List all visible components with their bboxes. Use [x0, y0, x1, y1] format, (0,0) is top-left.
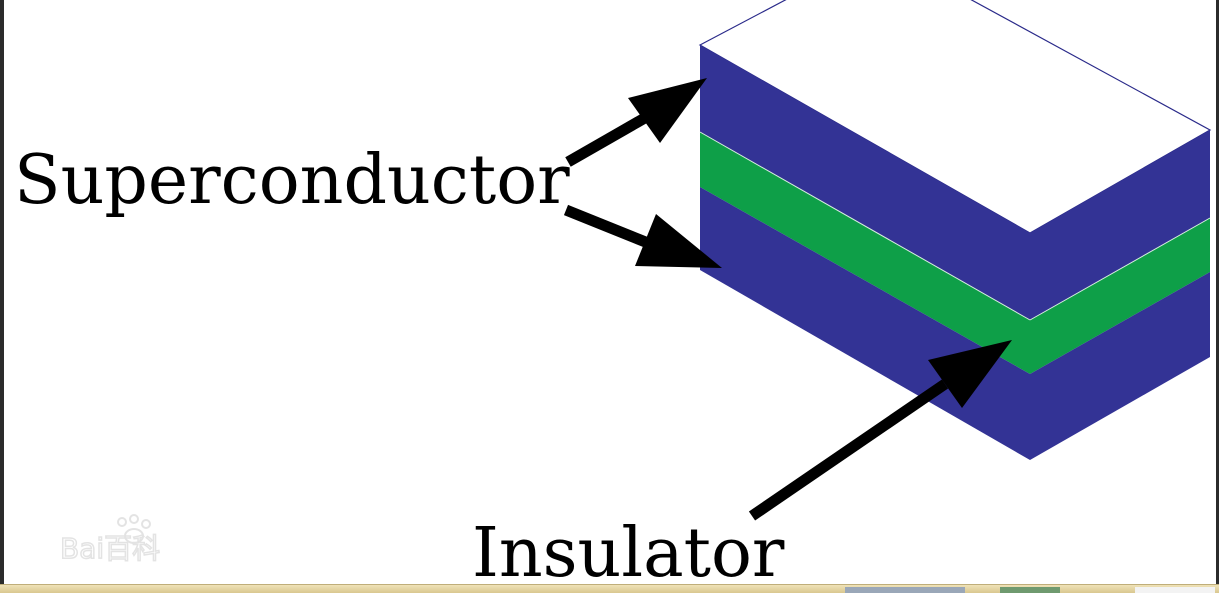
arrow-top-superconductor [565, 78, 707, 167]
window-right-border [1216, 0, 1219, 593]
arrow-bottom-superconductor [563, 204, 722, 268]
taskbar-item[interactable] [845, 587, 965, 593]
insulator-layer-right [1030, 218, 1210, 374]
insulator-label: Insulator [472, 514, 785, 593]
bottom-superconductor-layer-left [700, 187, 1030, 460]
superconductor-label: Superconductor [14, 141, 570, 220]
taskbar-clock-area[interactable] [1135, 587, 1215, 593]
baidu-paw-icon [117, 514, 151, 544]
top-superconductor-layer-left [700, 45, 1030, 320]
insulator-top-edge-right [1029, 217, 1211, 321]
top-superconductor-layer-right [1030, 130, 1210, 320]
taskbar-tray-icon[interactable] [1000, 587, 1060, 593]
insulator-top-edge-left [699, 131, 1031, 321]
insulator-layer-left [700, 132, 1030, 374]
window-left-border [0, 0, 4, 593]
arrow-insulator [748, 340, 1012, 521]
bottom-superconductor-layer-right [1030, 272, 1210, 460]
taskbar [0, 584, 1219, 593]
baidu-watermark: Bai百科 [60, 514, 161, 564]
watermark-brand-text: Bai百科 [60, 532, 160, 564]
